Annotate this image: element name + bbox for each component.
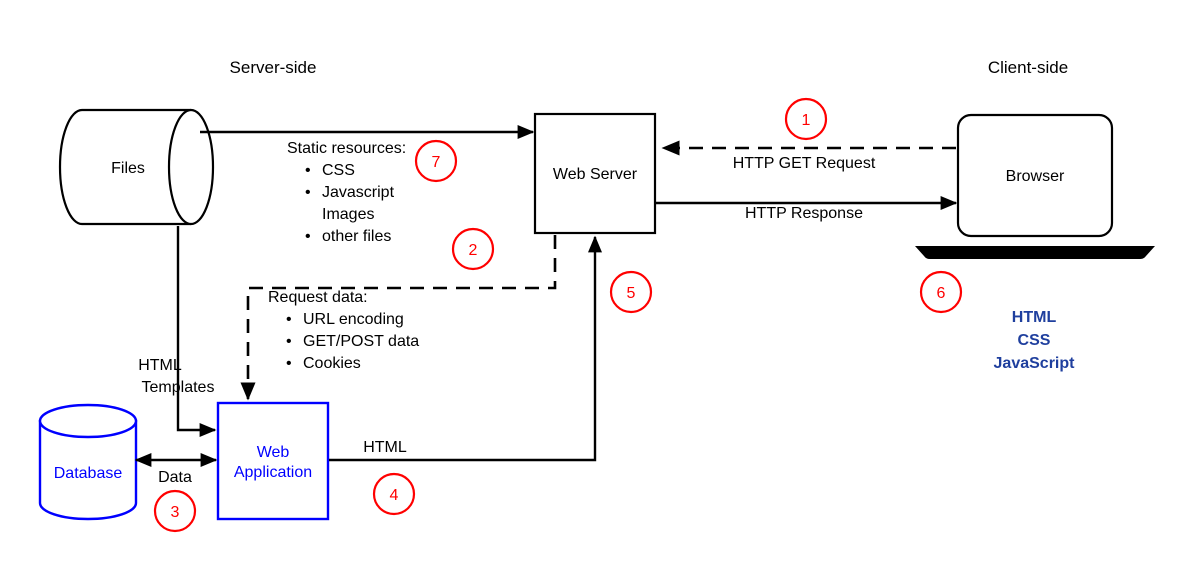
node-web-server[interactable]: Web Server: [533, 112, 657, 235]
laptop-base-icon: [915, 246, 1155, 260]
step-marker-2-label: 2: [469, 242, 478, 259]
step-marker-6-label: 6: [937, 285, 946, 302]
label-http-response: HTTP Response: [745, 205, 863, 222]
step-marker-5[interactable]: 5: [609, 270, 653, 314]
bullet-dot-icon: •: [305, 184, 311, 201]
bullet-dot-icon: •: [286, 333, 292, 350]
step-marker-1-label: 1: [802, 112, 811, 129]
bullet-dot-icon: •: [286, 355, 292, 372]
label-request-data: Request data: • URL encoding • GET/POST …: [268, 289, 419, 372]
client-stack-item-1: CSS: [1018, 332, 1051, 349]
node-browser-label: Browser: [1006, 168, 1065, 185]
step-marker-4[interactable]: 4: [372, 472, 416, 516]
label-http-get-request: HTTP GET Request: [733, 155, 876, 172]
step-marker-3-label: 3: [171, 504, 180, 521]
step-marker-2[interactable]: 2: [451, 227, 495, 271]
node-files[interactable]: Files: [58, 108, 215, 226]
step-marker-6[interactable]: 6: [919, 270, 963, 314]
step-marker-5-label: 5: [627, 285, 636, 302]
connector-web-server-to-web-application: [240, 235, 557, 401]
node-web-application-label-line2: Application: [234, 464, 312, 481]
section-title-server-side: Server-side: [230, 58, 317, 77]
step-marker-7-label: 7: [432, 154, 441, 171]
bullet-dot-icon: •: [286, 311, 292, 328]
static-resources-item-1: Javascript: [322, 184, 395, 201]
request-data-item-2: Cookies: [303, 355, 361, 372]
step-marker-3[interactable]: 3: [153, 489, 197, 533]
node-web-server-label: Web Server: [553, 166, 638, 183]
static-resources-item-0: CSS: [322, 162, 355, 179]
step-marker-1[interactable]: 1: [784, 97, 828, 141]
section-title-client-side: Client-side: [988, 58, 1068, 77]
node-database[interactable]: Database: [38, 403, 138, 521]
request-data-item-1: GET/POST data: [303, 333, 419, 350]
node-database-label: Database: [54, 465, 123, 482]
static-resources-item-2: Images: [322, 206, 374, 223]
label-html-templates-line1: HTML: [138, 357, 182, 374]
connector-web-application-to-web-server: [329, 235, 602, 462]
node-files-label: Files: [111, 160, 145, 177]
request-data-title: Request data:: [268, 289, 368, 306]
label-html: HTML: [363, 439, 407, 456]
node-web-application-label-line1: Web: [257, 444, 290, 461]
client-stack-item-0: HTML: [1012, 309, 1057, 326]
step-marker-4-label: 4: [390, 487, 399, 504]
bullet-dot-icon: •: [305, 162, 311, 179]
step-marker-7[interactable]: 7: [414, 139, 458, 183]
client-side-stack: HTML CSS JavaScript: [994, 309, 1076, 372]
label-data: Data: [158, 469, 192, 486]
static-resources-item-3: other files: [322, 228, 391, 245]
static-resources-title: Static resources:: [287, 140, 406, 157]
connector-files-to-web-application: [176, 226, 217, 437]
client-stack-item-2: JavaScript: [994, 355, 1076, 372]
label-static-resources: Static resources: • CSS • Javascript Ima…: [287, 140, 406, 245]
bullet-dot-icon: •: [305, 228, 311, 245]
label-html-templates-line2: Templates: [142, 379, 215, 396]
request-data-item-0: URL encoding: [303, 311, 404, 328]
node-browser[interactable]: Browser: [956, 113, 1114, 238]
node-web-application[interactable]: Web Application: [216, 401, 330, 521]
